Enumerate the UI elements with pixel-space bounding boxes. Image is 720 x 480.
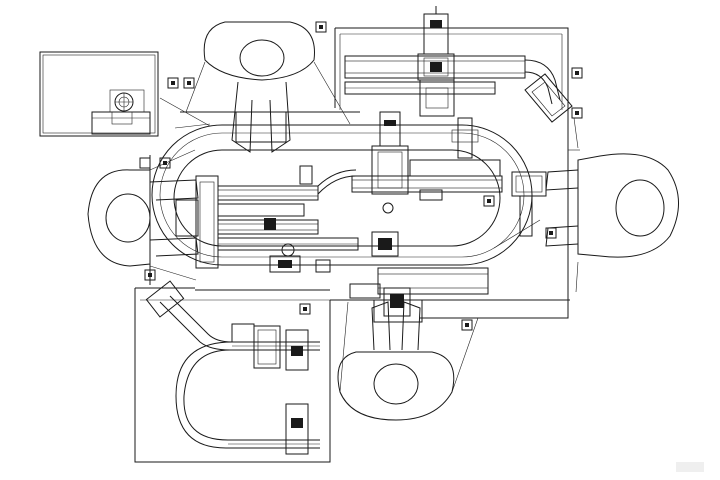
lower-left-conveyor: [159, 295, 320, 449]
operator-icon: [185, 21, 351, 153]
right-station: [511, 171, 547, 237]
upper-station: [351, 111, 503, 214]
main-conveyor-loop: [151, 124, 533, 266]
operator-icon: [337, 299, 479, 421]
operator-icon: [87, 149, 199, 281]
control-box-icon: [39, 51, 159, 137]
top-feed-conveyor: [344, 55, 561, 105]
transfer-unit-top-right: [524, 73, 573, 123]
watermark-mark: [676, 462, 704, 472]
fixture-icon: [417, 6, 455, 117]
bottom-station: [349, 267, 489, 317]
guide-lines: [159, 97, 580, 249]
lower-left-stations: [145, 280, 309, 455]
turntable-icon: [111, 92, 134, 125]
workcell-boundary: [149, 27, 570, 319]
left-station-bank: [195, 165, 399, 273]
operator-icon: [545, 117, 679, 293]
marker-tags: [139, 21, 583, 331]
lower-left-subcell: [134, 287, 331, 463]
